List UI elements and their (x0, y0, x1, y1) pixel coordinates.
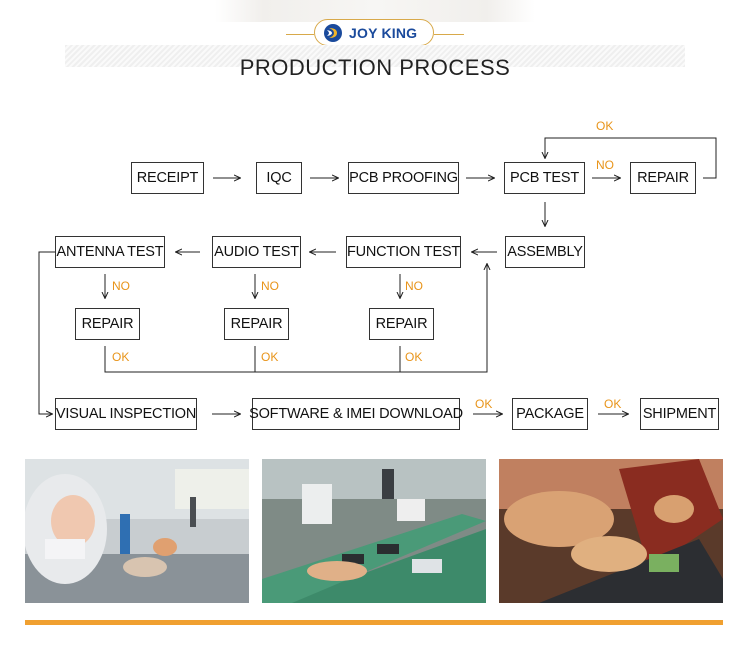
phone-testing-photo (499, 459, 723, 603)
box-audio-test: AUDIO TEST (212, 236, 301, 268)
box-visual-inspection: VISUAL INSPECTION (55, 398, 197, 430)
box-iqc: IQC (256, 162, 302, 194)
box-antenna-test: ANTENNA TEST (55, 236, 165, 268)
brand-logo: JOY KING (314, 19, 434, 46)
label-ok-loop: OK (596, 119, 614, 133)
box-package: PACKAGE (512, 398, 588, 430)
label-no-audio: NO (261, 279, 279, 293)
label-ok-antenna: OK (112, 350, 130, 364)
box-shipment: SHIPMENT (640, 398, 719, 430)
logo-line-left (286, 34, 314, 35)
header-glow (215, 0, 535, 22)
label-ok-audio: OK (261, 350, 279, 364)
loop-repair-pcb-test (545, 137, 717, 179)
box-repair-pcb: REPAIR (630, 162, 696, 194)
label-no-function: NO (405, 279, 423, 293)
box-pcb-proofing: PCB PROOFING (348, 162, 459, 194)
worker-soldering-photo (25, 459, 249, 603)
return-line-to-assembly (104, 264, 487, 373)
bottom-accent-bar (25, 620, 723, 625)
box-pcb-test: PCB TEST (504, 162, 585, 194)
box-assembly: ASSEMBLY (505, 236, 585, 268)
box-repair-audio: REPAIR (224, 308, 289, 340)
box-function-test: FUNCTION TEST (346, 236, 461, 268)
assembly-line-photo (262, 459, 486, 603)
label-ok-software: OK (475, 397, 493, 411)
label-no-pcb-test: NO (596, 158, 614, 172)
logo-line-right (434, 34, 464, 35)
box-software-imei-download: SOFTWARE & IMEI DOWNLOAD (249, 398, 463, 430)
title-stripe-band (65, 45, 685, 67)
joy-king-logo-icon (324, 23, 342, 42)
box-repair-function: REPAIR (369, 308, 434, 340)
label-ok-package: OK (604, 397, 622, 411)
label-no-antenna: NO (112, 279, 130, 293)
brand-name: JOY KING (349, 24, 418, 41)
box-receipt: RECEIPT (131, 162, 204, 194)
label-ok-function: OK (405, 350, 423, 364)
box-repair-antenna: REPAIR (75, 308, 140, 340)
arrow-antenna-visual (38, 251, 55, 414)
page-title: PRODUCTION PROCESS (239, 55, 511, 80)
